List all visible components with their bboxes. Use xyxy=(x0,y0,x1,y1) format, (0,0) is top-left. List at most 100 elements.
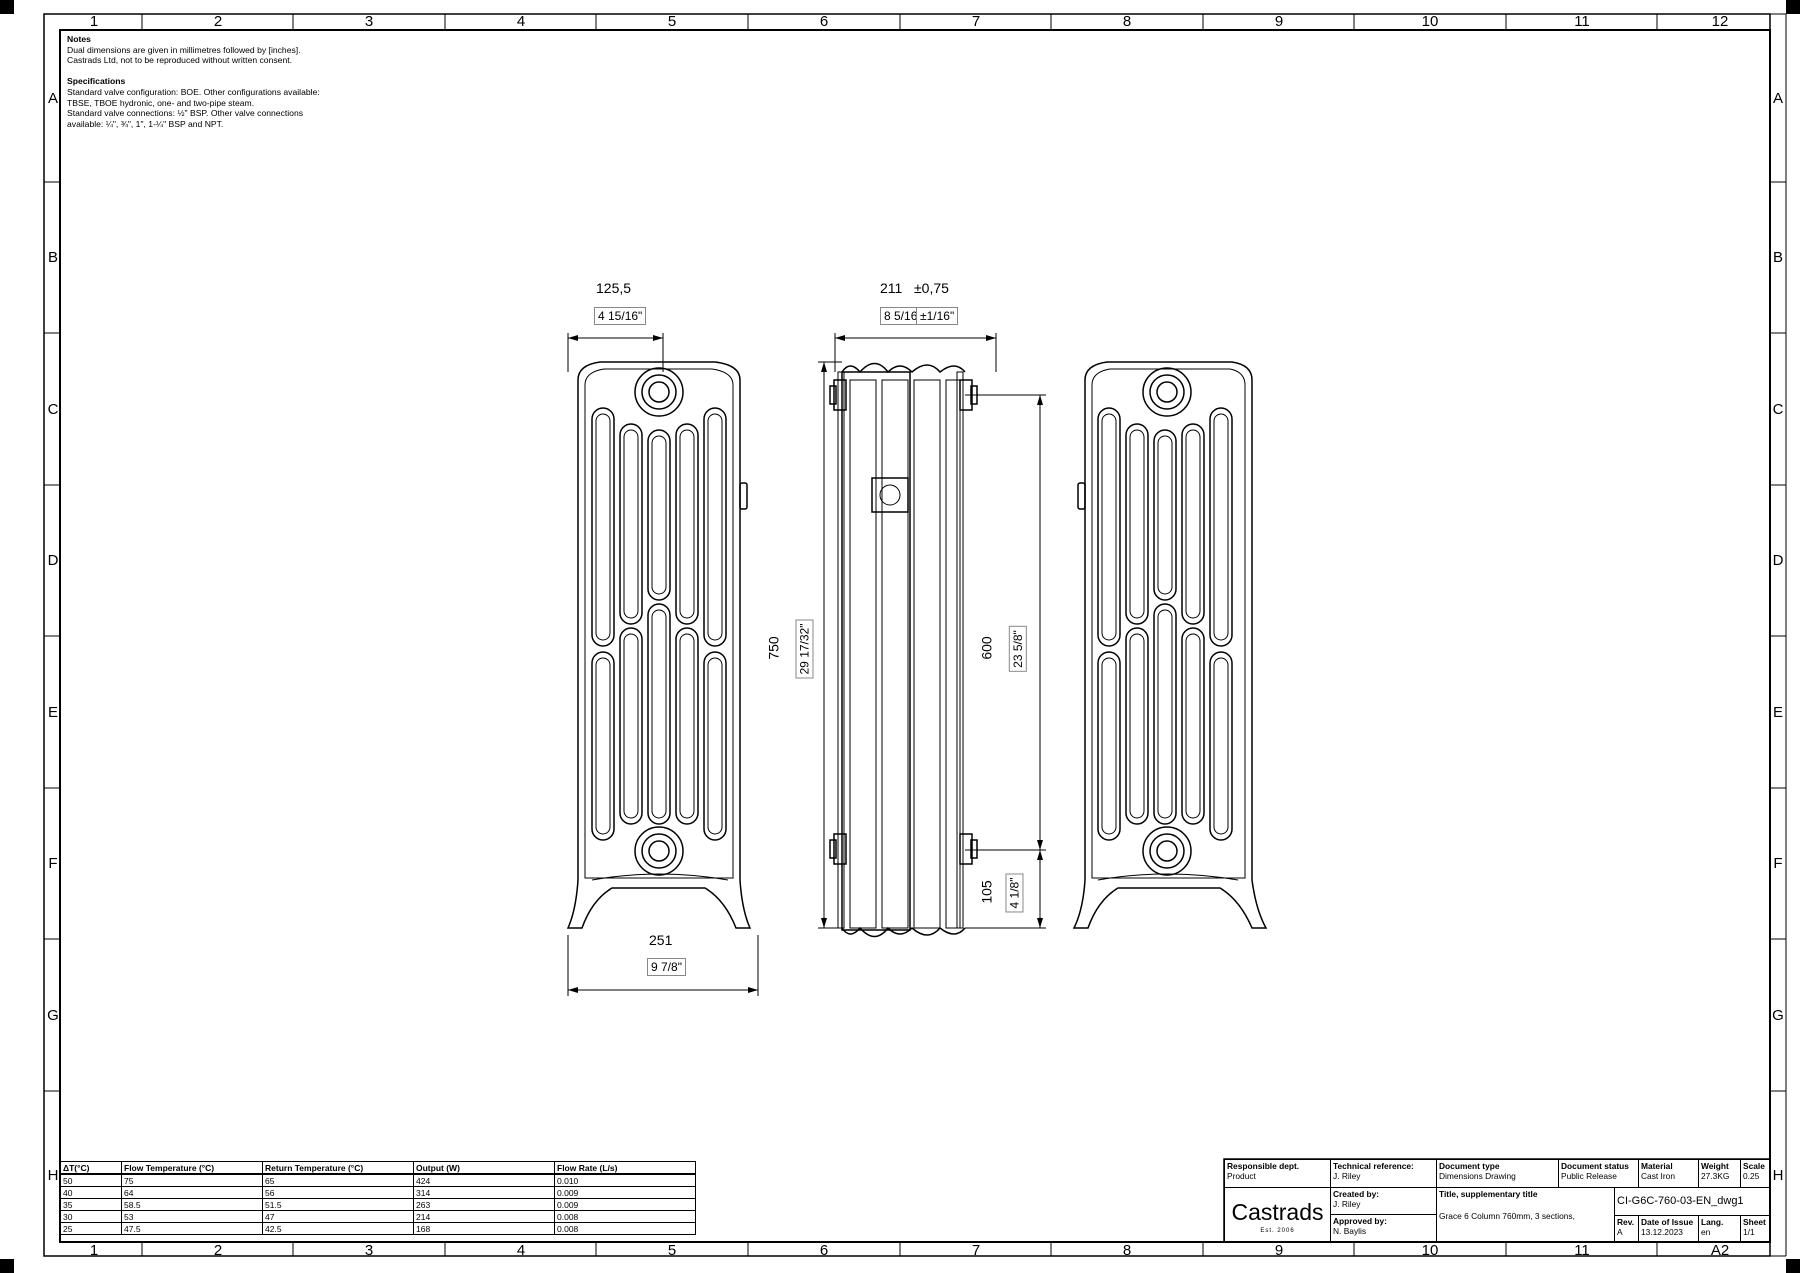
grid-row-h: H xyxy=(47,1167,59,1184)
grid-row-a-right: A xyxy=(1772,90,1783,107)
grid-col-3: 3 xyxy=(364,13,374,30)
approved-value: N. Baylis xyxy=(1333,1226,1367,1236)
weight-value: 27.3KG xyxy=(1701,1171,1730,1181)
cell: 30 xyxy=(60,1210,122,1223)
cell: 314 xyxy=(413,1186,555,1199)
doc-type-cell: Document type Dimensions Drawing xyxy=(1436,1159,1558,1187)
grid-col-10: 10 xyxy=(1421,13,1439,30)
notes-block: Notes Dual dimensions are given in milli… xyxy=(67,34,320,129)
dim-floor: 105 xyxy=(978,880,995,904)
cell: 168 xyxy=(413,1222,555,1235)
cell: 214 xyxy=(413,1210,555,1223)
cell: 64 xyxy=(121,1186,263,1199)
spec-line: available: ¼", ¾", 1", 1-¼" BSP and NPT. xyxy=(67,118,224,129)
weight-label: Weight xyxy=(1701,1161,1729,1171)
rev-cell: Rev. A xyxy=(1614,1215,1638,1242)
dim-depth: 211 xyxy=(880,280,903,296)
grid-col-5: 5 xyxy=(667,13,677,30)
doc-status-label: Document status xyxy=(1561,1161,1629,1171)
notes-line: Dual dimensions are given in millimetres… xyxy=(67,44,301,55)
logo-tagline: Est. 2006 xyxy=(1260,1228,1295,1234)
created-label: Created by: xyxy=(1333,1189,1380,1199)
title-label: Title, supplementary title xyxy=(1439,1189,1538,1199)
grid-row-h-right: H xyxy=(1772,1167,1784,1184)
tech-ref-value: J. Riley xyxy=(1333,1171,1361,1181)
grid-col-5-bottom: 5 xyxy=(667,1242,677,1259)
cell: 424 xyxy=(413,1173,555,1187)
scale-value: 0.25 xyxy=(1743,1171,1760,1181)
grid-col-7-bottom: 7 xyxy=(971,1242,981,1259)
logo-cell: Castrads Est. 2006 xyxy=(1224,1187,1330,1242)
cell: 50 xyxy=(60,1173,122,1187)
dim-centres: 600 xyxy=(978,636,995,660)
approved-label: Approved by: xyxy=(1333,1216,1387,1226)
performance-table: ΔT(°C) Flow Temperature (°C) Return Temp… xyxy=(60,1161,696,1235)
grid-col-2-bottom: 2 xyxy=(213,1242,223,1259)
sheet-label: Sheet xyxy=(1743,1217,1766,1227)
grid-row-e-right: E xyxy=(1772,704,1783,721)
sheet-value: 1/1 xyxy=(1743,1227,1755,1237)
grid-col-2: 2 xyxy=(213,13,223,30)
approved-cell: Approved by: N. Baylis xyxy=(1330,1214,1436,1242)
grid-row-b-right: B xyxy=(1772,249,1783,266)
dim-height: 750 xyxy=(765,636,782,660)
tech-ref-label: Technical reference: xyxy=(1333,1161,1414,1171)
dim-total-width-inches: 9 7/8" xyxy=(647,958,686,976)
doc-status-cell: Document status Public Release xyxy=(1558,1159,1638,1187)
col-header: Flow Temperature (°C) xyxy=(121,1161,263,1175)
grid-row-g-right: G xyxy=(1772,1007,1784,1024)
grid-col-4-bottom: 4 xyxy=(516,1242,526,1259)
grid-row-a: A xyxy=(47,90,58,107)
grid-row-e: E xyxy=(47,704,58,721)
castrads-logo: Castrads xyxy=(1231,1199,1324,1225)
doc-type-label: Document type xyxy=(1439,1161,1500,1171)
doc-type-value: Dimensions Drawing xyxy=(1439,1171,1516,1181)
drawing-title: Grace 6 Column 760mm, 3 sections, xyxy=(1439,1211,1575,1221)
grid-row-d: D xyxy=(47,552,59,569)
col-header: Return Temperature (°C) xyxy=(262,1161,414,1175)
lang-label: Lang. xyxy=(1701,1217,1724,1227)
front-view xyxy=(566,361,752,929)
dim-depth-tolerance: ±0,75 xyxy=(914,280,949,296)
weight-cell: Weight 27.3KG xyxy=(1698,1159,1740,1187)
grid-row-b: B xyxy=(47,249,58,266)
grid-col-9-bottom: 9 xyxy=(1274,1242,1284,1259)
cell: 47 xyxy=(262,1210,414,1223)
grid-col-6-bottom: 6 xyxy=(819,1242,829,1259)
responsible-dept-label: Responsible dept. xyxy=(1227,1161,1300,1171)
rev-value: A xyxy=(1617,1227,1623,1237)
cell: 53 xyxy=(121,1210,263,1223)
date-value: 13.12.2023 xyxy=(1641,1227,1683,1237)
cell: 65 xyxy=(262,1173,414,1187)
lang-cell: Lang. en xyxy=(1698,1215,1740,1242)
grid-col-11: 11 xyxy=(1574,13,1590,30)
grid-col-9: 9 xyxy=(1274,13,1284,30)
notes-heading: Notes xyxy=(67,34,91,44)
grid-row-f-right: F xyxy=(1773,855,1783,872)
responsible-dept-cell: Responsible dept. Product xyxy=(1224,1159,1330,1187)
scale-label: Scale xyxy=(1743,1161,1765,1171)
grid-col-12: 12 xyxy=(1711,13,1729,30)
cell: 75 xyxy=(121,1173,263,1187)
grid-col-8: 8 xyxy=(1122,13,1132,30)
side-view xyxy=(829,362,978,938)
dim-depth-tolerance-inches: ±1/16" xyxy=(916,307,959,325)
dim-section-width: 125,5 xyxy=(596,280,632,296)
drawing-number-cell: CI-G6C-760-03-EN_dwg1 xyxy=(1614,1187,1770,1215)
scale-cell: Scale 0.25 xyxy=(1740,1159,1770,1187)
rear-view xyxy=(1072,361,1268,929)
grid-col-10-bottom: 10 xyxy=(1421,1242,1439,1259)
cell: 0.010 xyxy=(554,1173,696,1187)
material-label: Material xyxy=(1641,1161,1673,1171)
sheet-cell: Sheet 1/1 xyxy=(1740,1215,1770,1242)
grid-row-c: C xyxy=(47,401,59,418)
dimension-lines xyxy=(567,333,1046,996)
col-header: ΔT(°C) xyxy=(60,1161,122,1175)
rev-label: Rev. xyxy=(1617,1217,1635,1227)
